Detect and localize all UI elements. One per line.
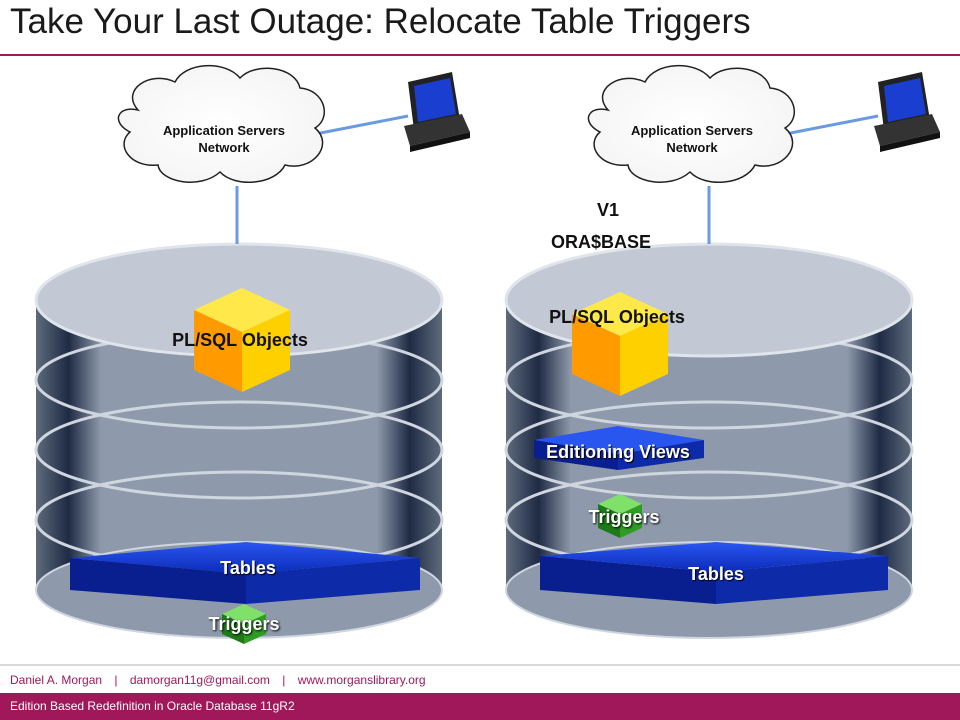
right-triggers-gem-icon: [598, 494, 642, 538]
right-cloud-label-line1: Application Servers: [630, 123, 754, 138]
right-plsql-label: PL/SQL Objects: [549, 307, 685, 327]
footer-subtitle: Edition Based Redefinition in Oracle Dat…: [10, 699, 295, 713]
left-cloud-label-line2: Network: [198, 140, 250, 155]
right-cloud-label: Application Servers Network: [606, 122, 778, 156]
left-computer-icon: [404, 72, 470, 152]
left-plsql-cube-icon: [194, 288, 290, 392]
left-cloud-icon: [117, 65, 325, 183]
footer-contact: Daniel A. Morgan | damorgan11g@gmail.com…: [10, 673, 426, 687]
footer-author: Daniel A. Morgan: [10, 673, 103, 687]
right-triggers-label: Triggers: [588, 507, 660, 527]
left-tables-label: Tables: [220, 558, 276, 578]
left-triggers-gem-icon: [222, 604, 266, 644]
footer-separator: |: [114, 673, 118, 687]
editioning-views-label: Editioning Views: [546, 442, 690, 462]
diagram: [34, 65, 940, 644]
title-rule: [0, 54, 960, 56]
left-triggers-label: Triggers: [208, 614, 280, 634]
right-cloud-label-line2: Network: [666, 140, 718, 155]
footer-bar: [0, 693, 960, 720]
editioning-views-slab: [534, 426, 704, 470]
left-plsql-label: PL/SQL Objects: [172, 330, 308, 350]
footer-website[interactable]: www.morganslibrary.org: [297, 673, 426, 687]
left-tables-slab: [70, 542, 420, 604]
right-plsql-cube-icon: [572, 292, 668, 396]
footer-email[interactable]: damorgan11g@gmail.com: [129, 673, 270, 687]
slide-title: Take Your Last Outage: Relocate Table Tr…: [10, 2, 751, 41]
left-pc-link-line: [304, 114, 409, 138]
right-tables-slab: [540, 542, 888, 604]
edition-label: ORA$BASE: [550, 232, 652, 252]
left-cloud-label: Application Servers Network: [138, 122, 310, 156]
left-database-cylinder-icon: [34, 242, 444, 639]
right-computer-icon: [874, 72, 940, 152]
right-pc-link-line: [774, 114, 879, 138]
version-label: V1: [596, 200, 620, 220]
left-cloud-label-line1: Application Servers: [162, 123, 286, 138]
footer-separator: |: [282, 673, 286, 687]
footer-divider: [0, 664, 960, 666]
right-cloud-icon: [587, 65, 795, 183]
right-tables-label: Tables: [688, 564, 744, 584]
